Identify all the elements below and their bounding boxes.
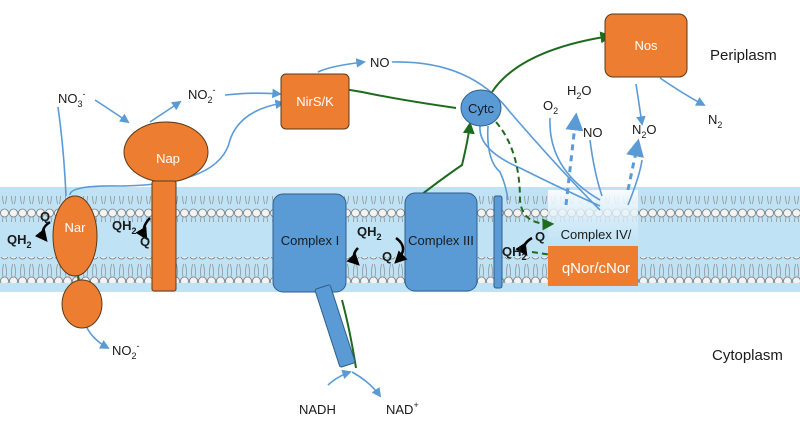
nad-label: NAD+ [386,400,419,417]
o2-label: O2 [543,98,558,116]
cytc-label: Cytc [468,101,495,116]
n2o-label: N2O [632,122,657,140]
dashed-blue-arrows [564,112,644,206]
complex-iii-label: Complex III [408,233,474,248]
nirs-protein: NirS/K [280,73,350,130]
no3-label: NO3- [58,89,86,109]
q-label-nar: Q [40,209,50,224]
n2-label: N2 [708,112,722,130]
h2o-label: H2O [567,83,592,101]
nor-label: qNor/cNor [562,260,630,277]
no2-label-top: NO2- [188,85,216,105]
no-label-mid: NO [583,125,603,140]
cytc: Cytc [460,89,502,127]
membrane [0,187,800,292]
quinone-loops [34,217,533,266]
qh2-label-c3: QH2 [357,224,382,242]
complex-iv-label: Complex IV/ [561,227,632,242]
molecule-labels: NO3- NO2- NO O2 H2O NO N2O N2 NO2- NADH … [58,55,722,417]
complex-iv-box [548,190,638,246]
cytc-anchor [493,195,503,289]
nos-protein: Nos [604,13,688,78]
q-label-c3: Q [382,249,392,264]
cytoplasm-label: Cytoplasm [712,347,783,364]
nor-protein: qNor/cNor [548,246,638,286]
q-label-c4: Q [535,229,545,244]
complex-i: Complex I [272,193,356,368]
no2-label-bottom: NO2- [112,341,140,361]
nap-protein: Nap [123,121,209,292]
nar-protein: Nar [52,195,103,329]
blue-arrows [57,58,706,398]
nar-label: Nar [65,220,87,235]
nadh-label: NADH [299,402,336,417]
nap-label: Nap [156,151,180,166]
no-label-top: NO [370,55,390,70]
nirs-label: NirS/K [296,94,334,109]
qh2-label-nap: QH2 [112,218,137,236]
complex-iii: Complex III [404,192,478,292]
complex-i-label: Complex I [281,233,340,248]
qh2-label-c4: QH2 [502,244,527,262]
quinone-labels: Q QH2 QH2 Q QH2 Q Q QH2 [7,209,545,264]
q-label-nap: Q [140,234,150,249]
qh2-label-nar: QH2 [7,232,32,250]
nos-label: Nos [634,38,658,53]
periplasm-label: Periplasm [710,47,777,64]
